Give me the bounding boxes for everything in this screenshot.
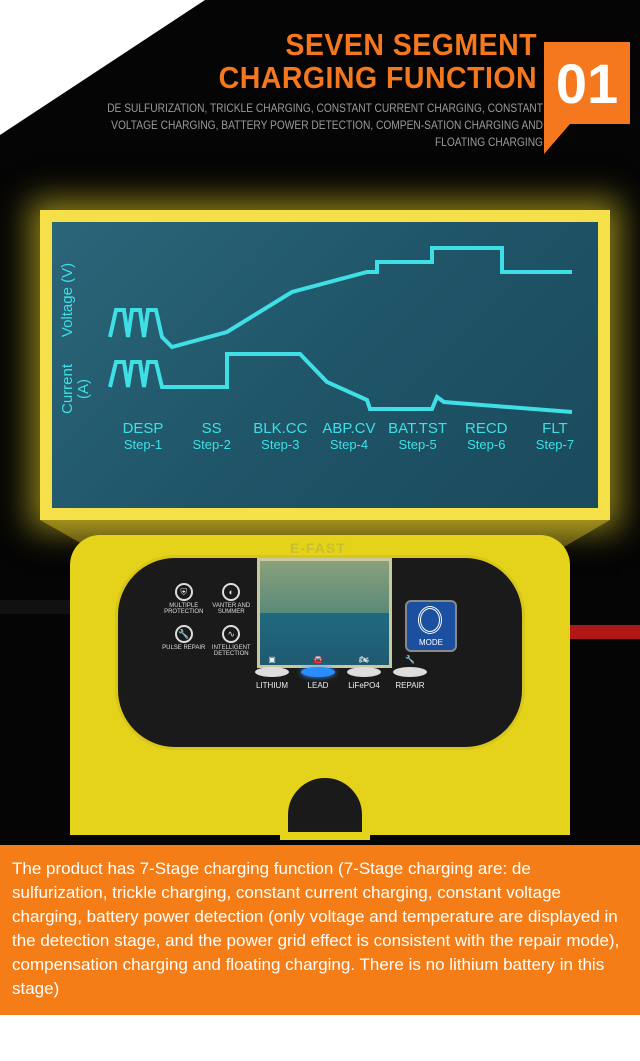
indicator-led (393, 667, 427, 677)
mode-lead: 🚘LEAD (301, 655, 335, 690)
voltage-trace (108, 246, 572, 350)
fingerprint-icon (418, 606, 442, 634)
pulse-icon: ∿ (222, 625, 241, 643)
motorcycle-icon: 🏍 (358, 655, 370, 664)
description-banner: The product has 7-Stage charging functio… (0, 845, 640, 1015)
mode-repair: 🔧REPAIR (393, 655, 427, 690)
feature-pulse-repair: 🔧PULSE REPAIR (160, 625, 208, 657)
shield-icon: ⛨ (174, 583, 193, 601)
indicator-led-active (301, 667, 335, 677)
footer-strip (0, 1015, 640, 1061)
right-cable (565, 625, 640, 639)
left-cable (0, 600, 75, 614)
badge-tail (544, 124, 570, 154)
charging-waveform (108, 246, 573, 414)
brand-logo: E-FAST (290, 540, 346, 556)
car-icon: 🚘 (313, 655, 323, 664)
feature-intelligent-detection: ∿INTELLIGENT DETECTION (208, 625, 256, 657)
indicator-led (347, 667, 381, 677)
subtitle: DE SULFURIZATION, TRICKLE CHARGING, CONS… (107, 101, 544, 149)
headline-line-2: CHARGING FUNCTION (218, 60, 537, 95)
feature-winter-summer: ◐VANTER AND SUMMER (208, 583, 256, 615)
current-axis-label: Current (A) (59, 363, 92, 415)
headline-line-1: SEVEN SEGMENT (285, 27, 537, 62)
mode-lifepo4: 🏍LiFePO4 (347, 655, 381, 690)
wrench-icon: 🔧 (405, 655, 415, 664)
wrench-icon: 🔧 (174, 625, 193, 643)
handle-notch (280, 770, 370, 840)
current-trace (108, 352, 573, 414)
headline: SEVEN SEGMENT CHARGING FUNCTION (219, 28, 537, 94)
battery-icon: ▣ (268, 655, 276, 664)
half-circle-icon: ◐ (222, 583, 241, 601)
voltage-axis-label: Voltage (V) (59, 262, 76, 338)
section-number-badge: 01 (544, 42, 630, 124)
white-corner-triangle (0, 0, 205, 135)
indicator-led (255, 667, 289, 677)
mini-lcd (257, 558, 392, 668)
mode-lithium: ▣LITHIUM (255, 655, 289, 690)
feature-multiple-protection: ⛨MULTIPLE PROTECTION (160, 583, 208, 615)
feature-icons: ⛨MULTIPLE PROTECTION ◐VANTER AND SUMMER … (160, 583, 255, 657)
mode-indicators: ▣LITHIUM 🚘LEAD 🏍LiFePO4 🔧REPAIR (255, 655, 427, 690)
